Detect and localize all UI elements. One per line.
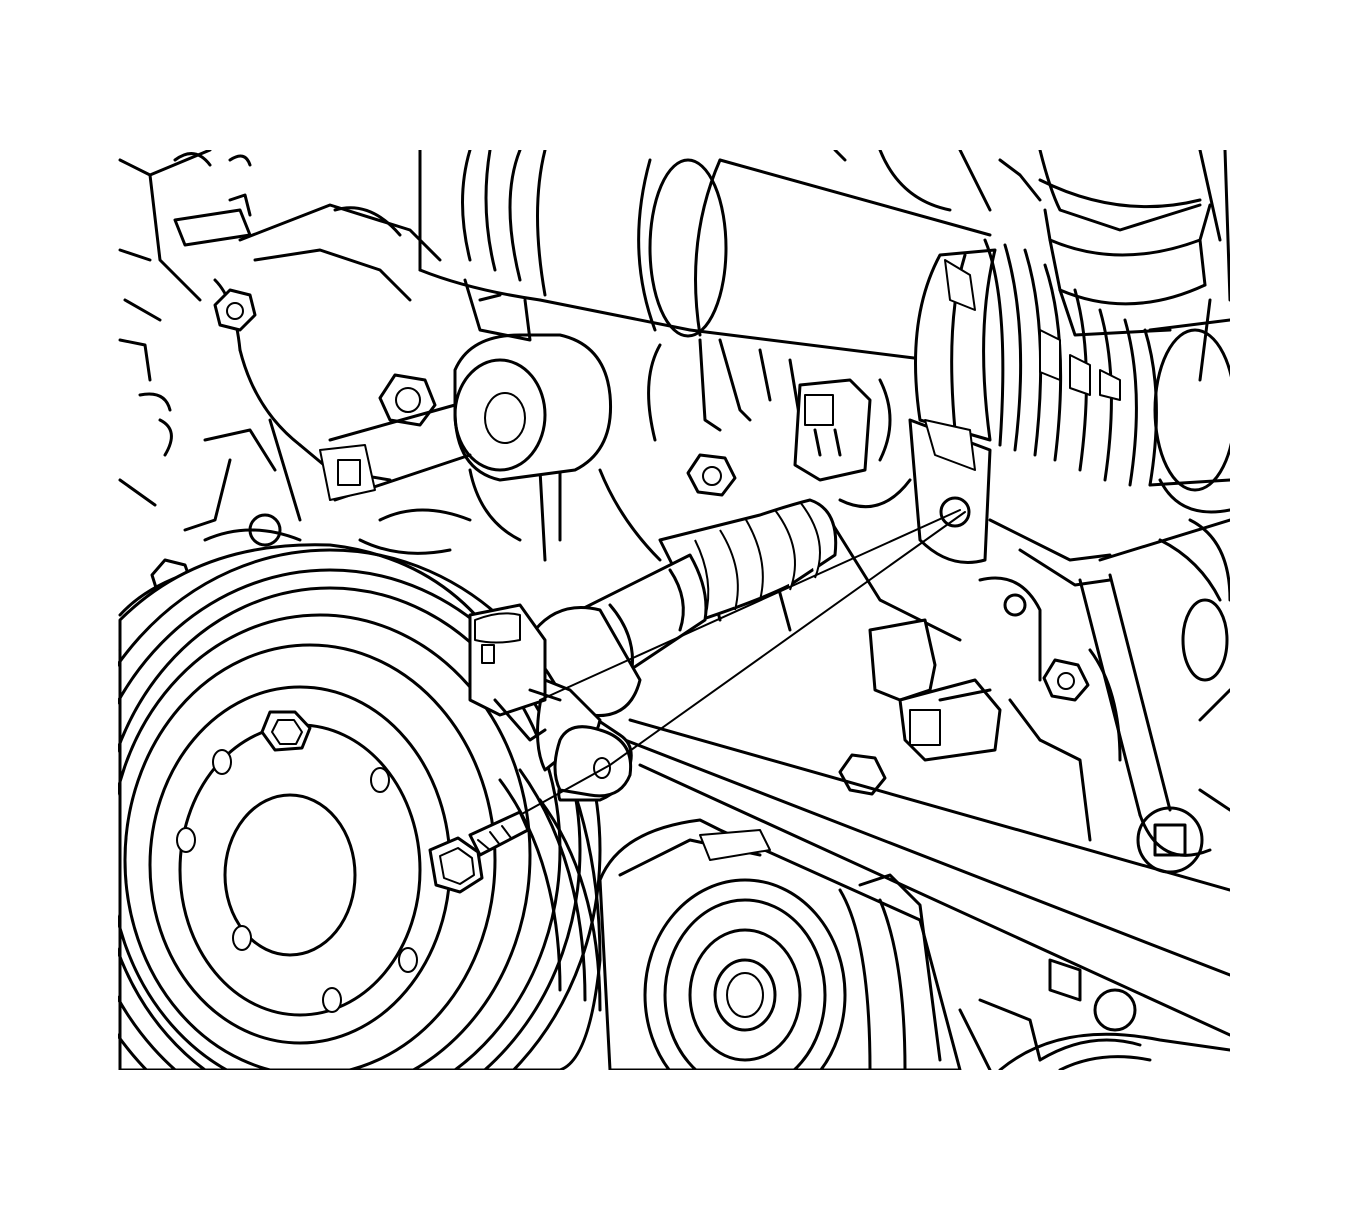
idler-pulley-icon xyxy=(598,818,962,1070)
bolt-icon xyxy=(686,453,737,497)
oil-control-solenoid-icon xyxy=(468,498,966,802)
electrical-connector-icon xyxy=(868,618,1002,762)
bolt-icon xyxy=(838,753,887,796)
bolt-icon xyxy=(1042,658,1090,702)
bolt-icon xyxy=(428,764,611,894)
bolt-icon xyxy=(378,373,437,427)
idler-boss xyxy=(319,278,613,502)
drive-belt xyxy=(118,553,1230,1037)
electrical-connector-icon xyxy=(468,603,562,742)
electrical-connector-icon xyxy=(793,378,872,482)
bolt-icon xyxy=(213,288,257,332)
